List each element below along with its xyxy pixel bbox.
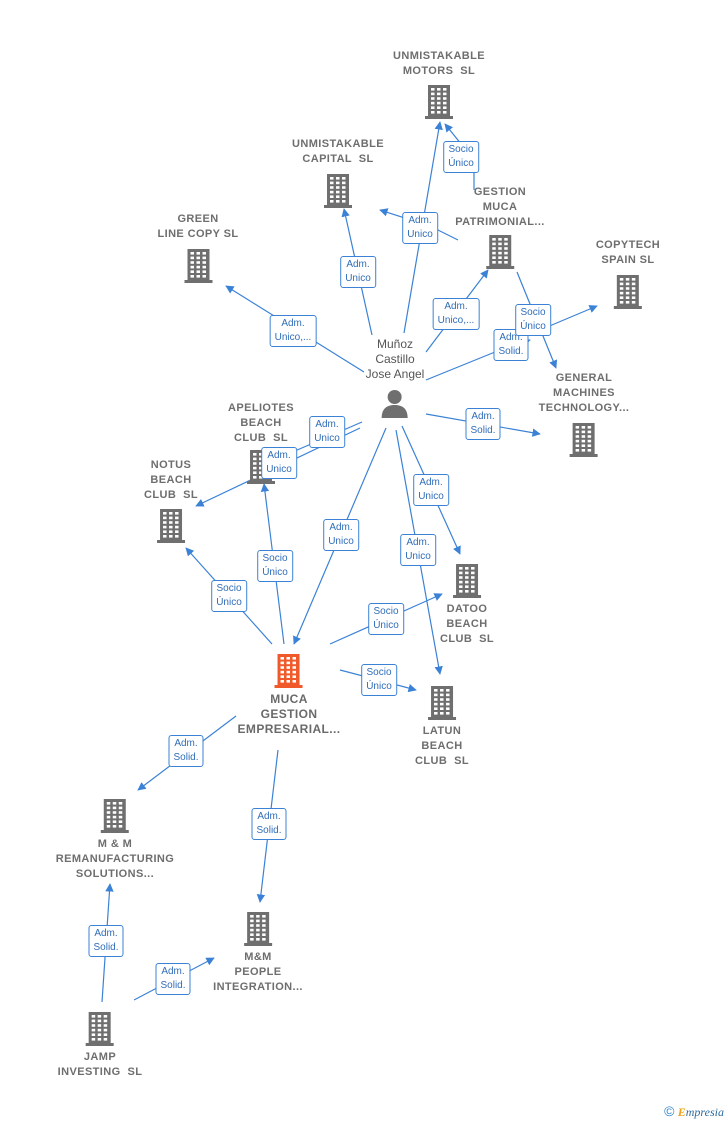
node-label: GREEN LINE COPY SL (157, 213, 239, 240)
node-muca-gestion[interactable]: MUCA GESTION EMPRESARIAL... (238, 652, 341, 737)
edge-label-socio-unico: Socio Único (257, 550, 293, 582)
node-label: COPYTECH SPAIN SL (595, 239, 661, 266)
building-icon (452, 564, 481, 598)
node-label: MUCA GESTION EMPRESARIAL... (237, 692, 341, 736)
edge-label-adm-solid: Adm. Solid. (88, 925, 124, 957)
node-label: UNMISTAKABLE CAPITAL SL (292, 138, 384, 165)
edge-label-socio-unico: Socio Único (368, 603, 404, 635)
node-notus[interactable]: NOTUS BEACH CLUB SL (144, 458, 198, 543)
building-icon (569, 423, 598, 457)
person-icon (382, 390, 408, 418)
node-label: GENERAL MACHINES TECHNOLOGY... (538, 372, 630, 414)
edge-label-adm-unico: Adm. Unico (261, 447, 297, 479)
edge-label-adm-unico: Adm. Unico (413, 474, 449, 506)
brand-footer: © Empresia (664, 1103, 724, 1120)
building-icon (486, 235, 514, 269)
building-icon (86, 1012, 114, 1046)
node-datoo[interactable]: DATOO BEACH CLUB SL (440, 562, 494, 647)
building-icon (323, 174, 352, 208)
copyright-icon: © (664, 1103, 675, 1119)
building-icon (243, 912, 272, 946)
edge-label-adm-solid: Adm. Solid. (168, 735, 204, 767)
node-label: JAMP INVESTING SL (57, 1051, 143, 1078)
node-label: APELIOTES BEACH CLUB SL (228, 402, 294, 444)
node-label: LATUN BEACH CLUB SL (415, 725, 469, 767)
node-label: GESTION MUCA PATRIMONIAL... (455, 186, 545, 228)
node-label: DATOO BEACH CLUB SL (440, 603, 494, 645)
building-icon (156, 509, 185, 543)
building-icon (424, 85, 453, 119)
edge-label-adm-unico: Adm. Unico (340, 256, 376, 288)
node-mm-people[interactable]: M&M PEOPLE INTEGRATION... (213, 910, 303, 995)
brand-name: mpresia (685, 1105, 724, 1119)
building-icon (613, 275, 642, 309)
node-unmistakable-capital[interactable]: UNMISTAKABLE CAPITAL SL (292, 137, 384, 208)
node-copytech[interactable]: COPYTECH SPAIN SL (596, 238, 660, 309)
node-label: Muñoz Castillo Jose Angel (365, 337, 425, 381)
edge-label-adm-unico: Adm. Unico (309, 416, 345, 448)
edge-label-adm-solid: Adm. Solid. (155, 963, 191, 995)
brand-initial: E (677, 1105, 686, 1119)
node-green-line[interactable]: GREEN LINE COPY SL (158, 212, 239, 283)
edge-label-adm-solid: Adm. Solid. (251, 808, 287, 840)
node-label: M&M PEOPLE INTEGRATION... (213, 951, 303, 993)
edge-label-adm-unico: Adm. Unico,... (432, 298, 480, 330)
edge-label-adm-unico: Adm. Unico (400, 534, 436, 566)
node-unmistakable-motors[interactable]: UNMISTAKABLE MOTORS SL (393, 49, 485, 119)
node-latun[interactable]: LATUN BEACH CLUB SL (415, 684, 469, 769)
edge-label-socio-unico: Socio Único (211, 580, 247, 612)
edge-label-socio-unico: Socio Único (515, 304, 551, 336)
edge-label-adm-solid: Adm. Solid. (493, 329, 529, 361)
edge-label-socio-unico: Socio Único (361, 664, 397, 696)
node-jamp[interactable]: JAMP INVESTING SL (58, 1010, 143, 1080)
building-main-icon (274, 654, 303, 688)
edge-label-adm-solid: Adm. Solid. (465, 408, 501, 440)
node-label: NOTUS BEACH CLUB SL (144, 459, 198, 501)
edge-label-adm-unico: Adm. Unico (402, 212, 438, 244)
node-label: UNMISTAKABLE MOTORS SL (393, 50, 485, 77)
edge-label-socio-unico: Socio Único (443, 141, 479, 173)
building-icon (184, 249, 212, 283)
node-label: M & M REMANUFACTURING SOLUTIONS... (55, 838, 175, 880)
node-mm-reman[interactable]: M & M REMANUFACTURING SOLUTIONS... (56, 797, 174, 882)
edge-label-adm-unico: Adm. Unico,... (269, 315, 317, 347)
edge-label-adm-unico: Adm. Unico (323, 519, 359, 551)
node-person[interactable]: Muñoz Castillo Jose Angel (365, 337, 425, 420)
building-icon (100, 799, 129, 833)
building-icon (427, 686, 456, 720)
node-general-machines[interactable]: GENERAL MACHINES TECHNOLOGY... (539, 371, 630, 457)
node-gestion-muca[interactable]: GESTION MUCA PATRIMONIAL... (455, 185, 545, 269)
